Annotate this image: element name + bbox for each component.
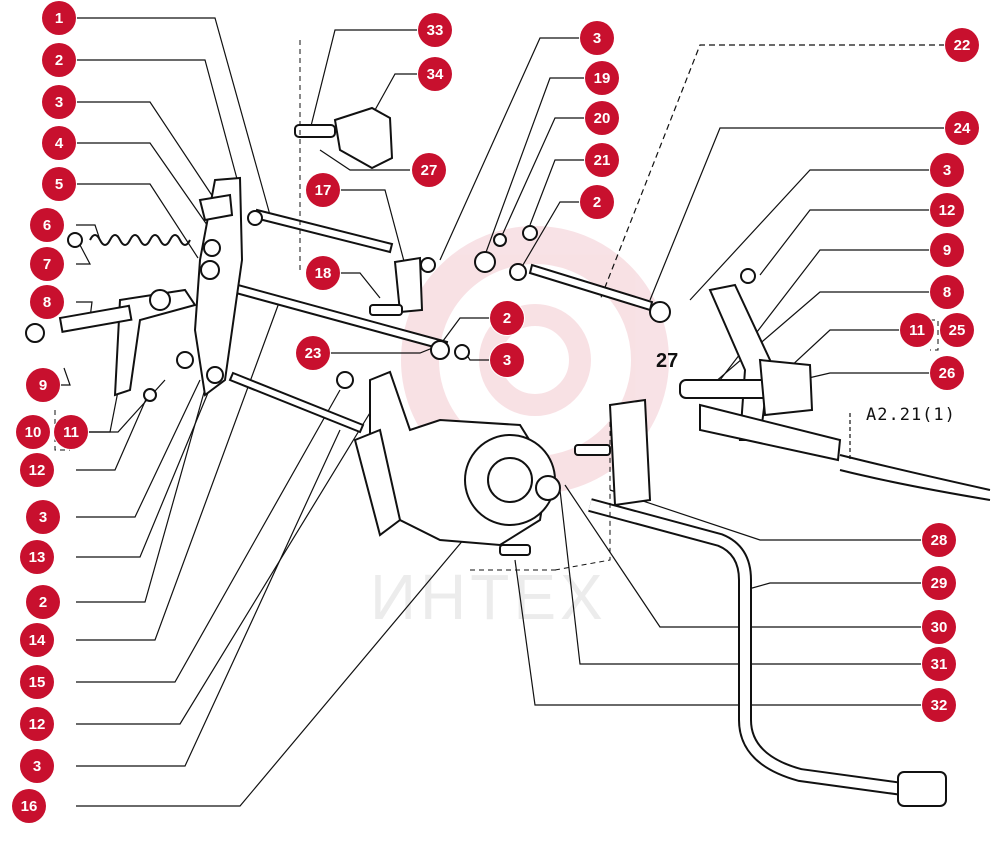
callout-9: 9 [26,368,60,402]
callout-11: 11 [54,415,88,449]
callout-18: 18 [306,256,340,290]
callout-33: 33 [418,13,452,47]
callout-31: 31 [922,647,956,681]
callout-22: 22 [945,28,979,62]
callout-2: 2 [580,185,614,219]
watermark-text: ИНТЕХ [370,561,607,633]
callout-2: 2 [26,585,60,619]
callout-8: 8 [30,285,64,319]
bracket-17 [369,256,436,316]
callout-28: 28 [922,523,956,557]
callout-29: 29 [922,566,956,600]
callout-30: 30 [922,610,956,644]
callout-3: 3 [580,21,614,55]
callout-21: 21 [585,143,619,177]
bolt-32 [499,544,531,556]
callout-3: 3 [490,343,524,377]
bracket-26 [679,268,842,462]
ref-27-label: 27 [656,350,679,372]
rods [223,208,654,434]
callout-6: 6 [30,208,64,242]
callout-27: 27 [412,153,446,187]
bracket-27 [574,398,652,507]
callout-13: 13 [20,540,54,574]
top-left-parts [198,193,263,257]
callout-3: 3 [930,153,964,187]
callout-12: 12 [20,707,54,741]
governor-housing [353,370,561,547]
callout-9: 9 [930,233,964,267]
callout-1: 1 [42,1,76,35]
callout-12: 12 [930,193,964,227]
rod-ends [336,225,671,389]
callout-24: 24 [945,111,979,145]
callout-2: 2 [490,301,524,335]
callout-26: 26 [930,356,964,390]
callout-19: 19 [585,61,619,95]
spring [67,232,191,248]
callout-3: 3 [20,749,54,783]
callout-2: 2 [42,43,76,77]
callout-20: 20 [585,101,619,135]
callout-23: 23 [296,336,330,370]
callout-4: 4 [42,126,76,160]
callout-11: 11 [900,313,934,347]
callout-16: 16 [12,789,46,823]
callout-34: 34 [418,57,452,91]
callout-14: 14 [20,623,54,657]
leader-lines [60,17,945,807]
callout-3: 3 [26,500,60,534]
callout-7: 7 [30,247,64,281]
left-lever [25,176,244,402]
callout-15: 15 [20,665,54,699]
callout-32: 32 [922,688,956,722]
callout-8: 8 [930,275,964,309]
cable [588,454,991,807]
callout-5: 5 [42,167,76,201]
ref-a221-label: A2.21(1) [866,405,956,425]
callout-3: 3 [42,85,76,119]
callout-17: 17 [306,173,340,207]
callout-12: 12 [20,453,54,487]
callout-25: 25 [940,313,974,347]
bracket-34 [294,106,394,170]
callout-10: 10 [16,415,50,449]
